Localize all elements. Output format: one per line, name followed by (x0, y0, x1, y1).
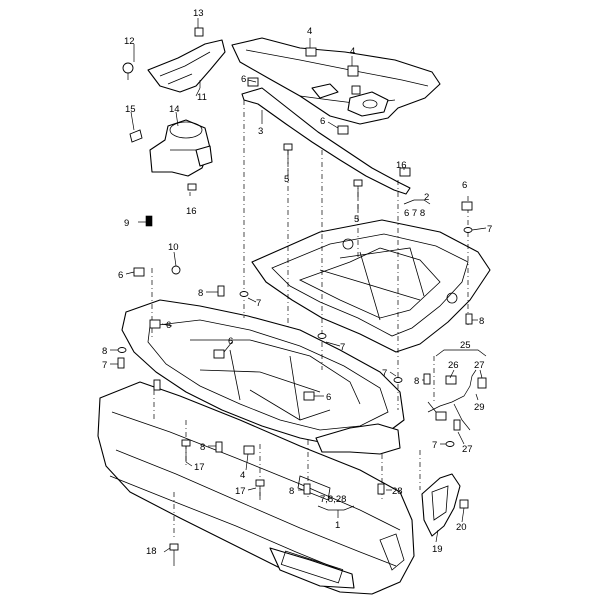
callout-7-8-28: 7,8,28 (320, 494, 346, 505)
callout-7: 7 (432, 440, 437, 451)
callout-8: 8 (414, 376, 419, 387)
callout-4: 4 (240, 470, 245, 481)
callout-5: 5 (354, 214, 359, 225)
callout-3: 3 (258, 126, 263, 137)
callout-7: 7 (487, 224, 492, 235)
callout-6: 6 (462, 180, 467, 191)
air-duct-14 (149, 119, 213, 177)
callout-labels: 13 12 11 4 4 6 3 6 5 16 15 14 16 6 5 2 6… (102, 8, 492, 557)
callout-2: 2 (424, 192, 429, 203)
callout-28: 28 (392, 486, 403, 497)
callout-17: 17 (194, 462, 205, 473)
callout-6: 6 (118, 270, 123, 281)
callout-4: 4 (307, 26, 312, 37)
callout-5: 5 (284, 174, 289, 185)
callout-8: 8 (289, 486, 294, 497)
callout-8: 8 (200, 442, 205, 453)
callout-6: 6 (166, 320, 171, 331)
callout-19: 19 (432, 544, 443, 555)
callout-16: 16 (186, 206, 197, 217)
bracket-11 (147, 39, 226, 93)
fasteners (117, 27, 487, 566)
callout-27: 27 (462, 444, 473, 455)
callout-9: 9 (124, 218, 129, 229)
callout-8: 8 (102, 346, 107, 357)
callout-7: 7 (382, 368, 387, 379)
callout-10: 10 (168, 242, 179, 253)
callout-18: 18 (146, 546, 157, 557)
callout-12: 12 (124, 36, 135, 47)
callout-13: 13 (193, 8, 204, 19)
callout-6: 6 (241, 74, 246, 85)
callout-25: 25 (460, 340, 471, 351)
callout-6-7-8: 6 7 8 (404, 208, 425, 219)
callout-6: 6 (228, 336, 233, 347)
callout-6: 16 (396, 160, 407, 171)
callout-6: 6 (320, 116, 325, 127)
underbody-panel-2 (251, 219, 491, 353)
callout-6: 6 (326, 392, 331, 403)
callout-27: 27 (474, 360, 485, 371)
seal-strip (315, 423, 401, 455)
callout-1: 1 (335, 520, 340, 531)
callout-17: 17 (235, 486, 246, 497)
subframe-crossmember (231, 37, 441, 125)
callout-7: 7 (340, 342, 345, 353)
strip-3 (241, 87, 411, 195)
callout-7: 7 (102, 360, 107, 371)
callout-26: 26 (448, 360, 459, 371)
callout-4: 4 (350, 46, 355, 57)
callout-8: 8 (479, 316, 484, 327)
callout-7: 7 (256, 298, 261, 309)
callout-29: 29 (474, 402, 485, 413)
leader-lines (110, 18, 487, 553)
callout-20: 20 (456, 522, 467, 533)
bracket-19 (421, 473, 461, 537)
callout-8: 8 (198, 288, 203, 299)
callout-15: 15 (125, 104, 136, 115)
cable-29 (427, 369, 477, 431)
callout-11: 11 (197, 92, 207, 103)
callout-14: 14 (169, 104, 180, 115)
